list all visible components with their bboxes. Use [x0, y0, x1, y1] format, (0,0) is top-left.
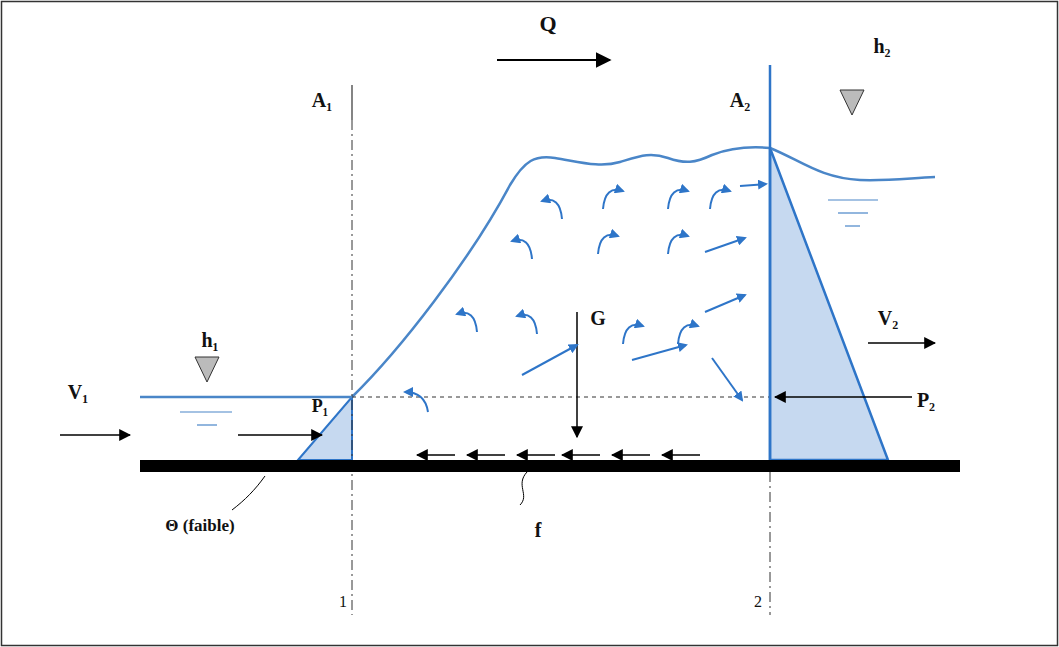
section-line-1: [352, 120, 353, 615]
pressure-triangle-1: [298, 397, 352, 460]
section-area-label: A₂: [730, 90, 750, 110]
section-mark-1: [351, 85, 352, 120]
depth-label: h₁: [201, 330, 218, 350]
friction-leader: [520, 472, 527, 505]
pressure-label: P₂: [917, 390, 935, 410]
pressure-triangle-2: [770, 148, 888, 460]
section-line-2-lower: [770, 472, 771, 615]
level-symbol-1: [195, 357, 219, 382]
pressure-arrow-1: [238, 434, 322, 436]
weight-label: G: [590, 308, 606, 328]
velocity-label: V₂: [878, 308, 898, 328]
level-symbol-2: [840, 90, 864, 115]
friction-label: f: [535, 520, 542, 540]
weight-arrow: [576, 312, 578, 437]
eddy-arrows: [405, 184, 766, 412]
water-surface: [140, 147, 935, 397]
depth-label: h₂: [873, 36, 890, 56]
velocity-label: V₁: [68, 382, 88, 402]
flow-arrow: [497, 59, 610, 61]
friction-arrows: [417, 455, 700, 456]
pressure-label: P₁: [312, 397, 328, 415]
angle-leader: [232, 476, 265, 510]
channel-bed: [140, 460, 960, 472]
section-number: 1: [339, 594, 347, 610]
pressure-arrow-2: [775, 396, 912, 398]
slope-label: Θ (faible): [165, 517, 234, 534]
reference-line: [352, 397, 770, 398]
discharge-label: Q: [539, 13, 556, 35]
velocity-arrow-2: [868, 342, 935, 344]
section-number: 2: [754, 594, 762, 610]
section-area-label: A₁: [312, 90, 332, 110]
section-line-2: [769, 65, 772, 460]
velocity-arrow-1: [60, 434, 130, 436]
